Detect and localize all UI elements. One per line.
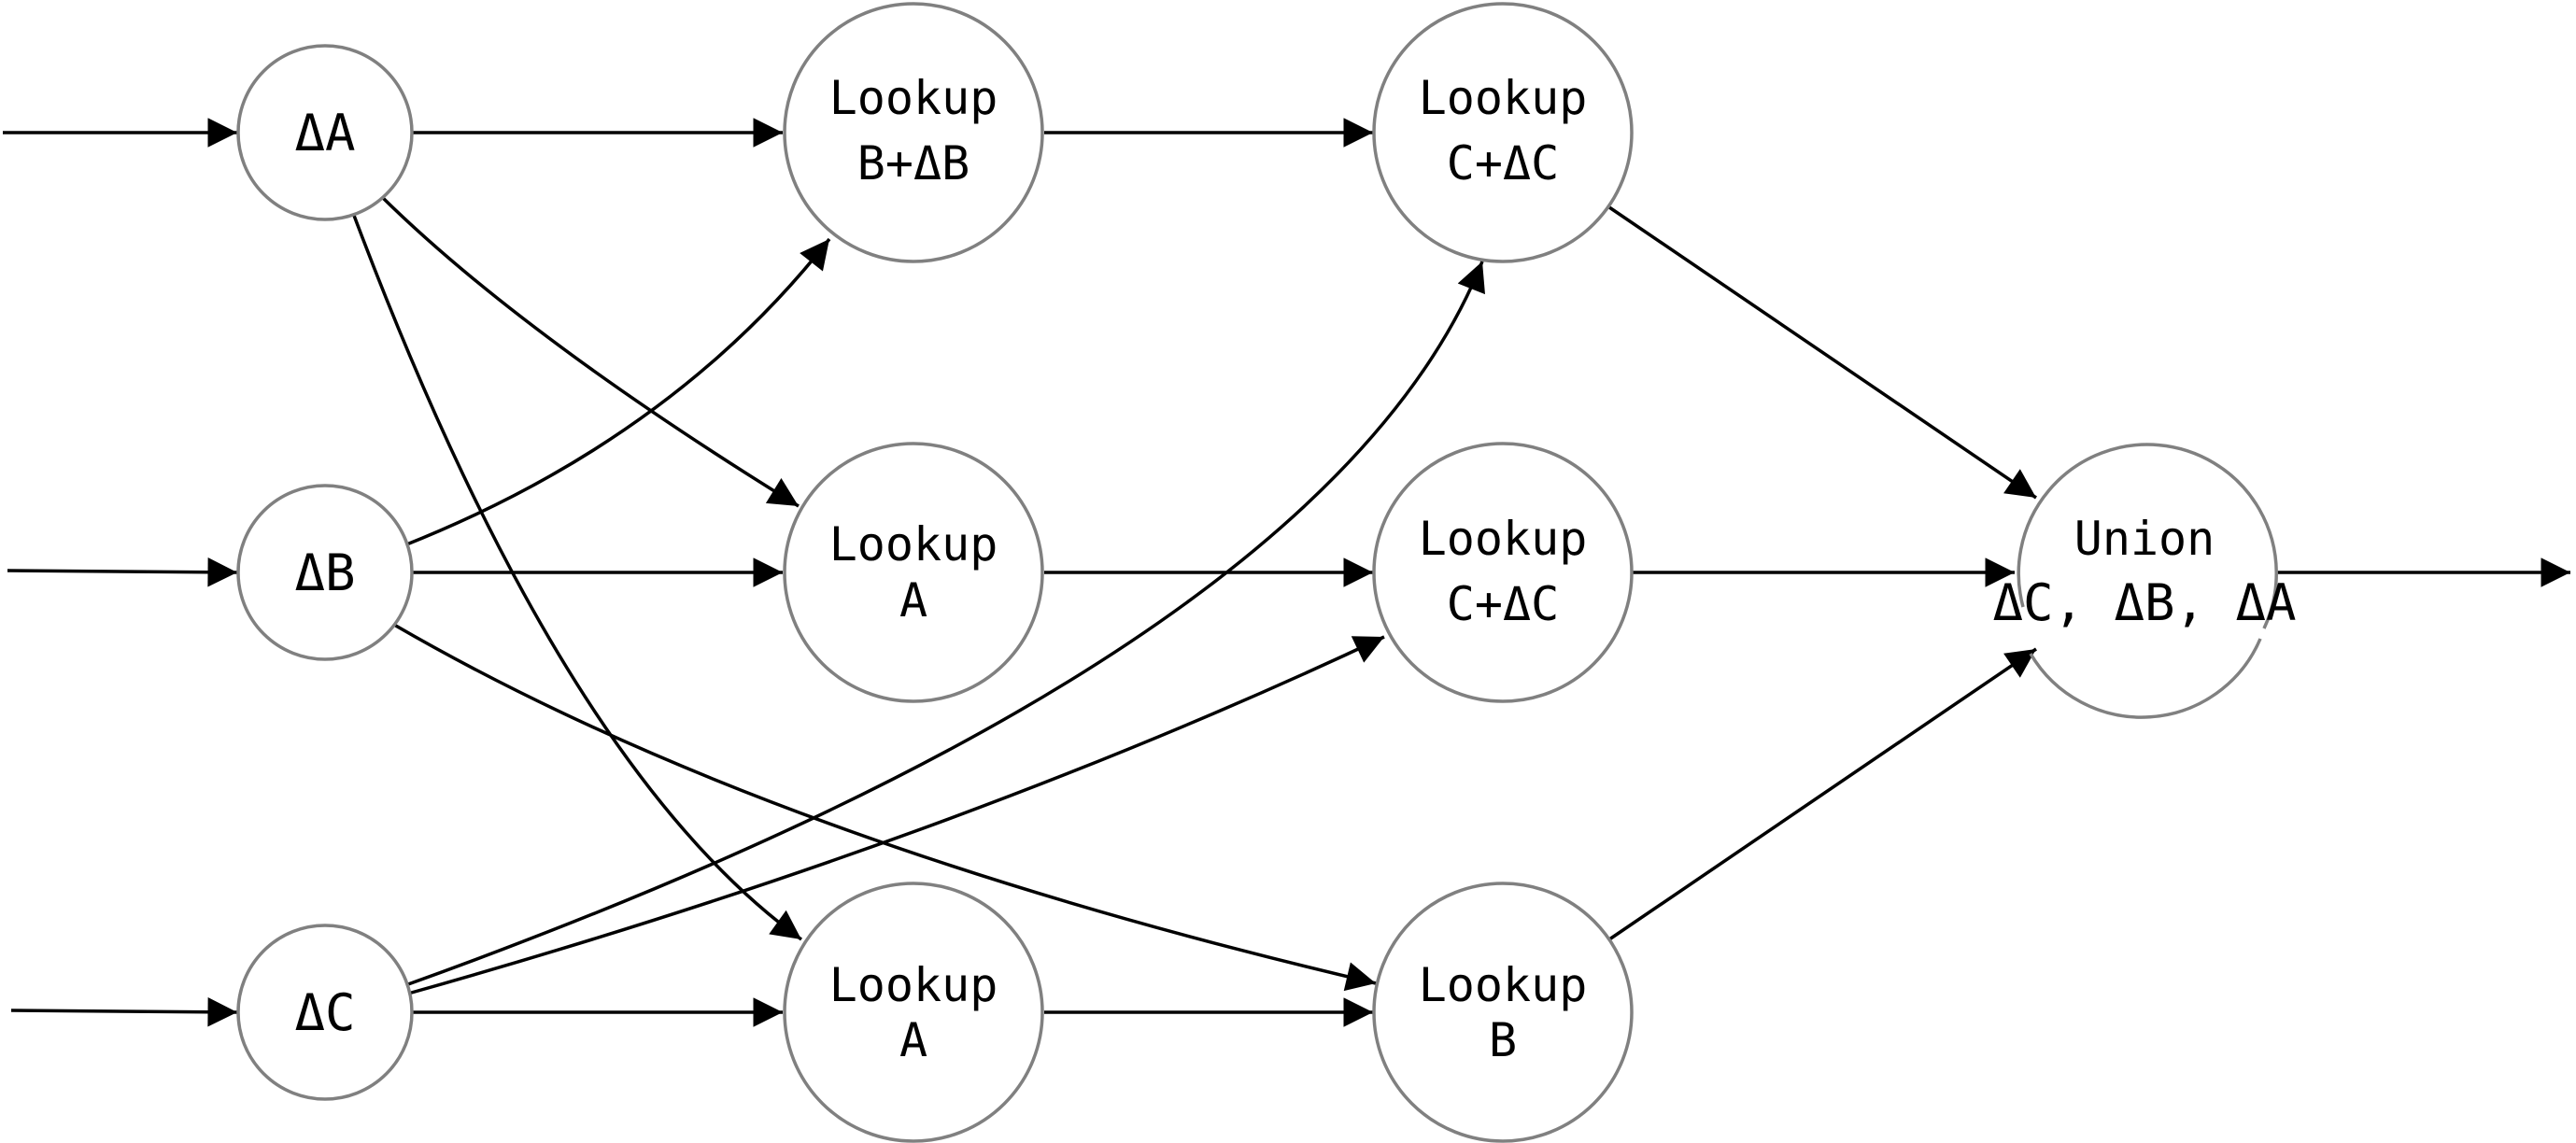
node-lookup-c-delta-c-mid-line2: C+ΔC xyxy=(1447,577,1559,631)
node-lookup-c-delta-c-top-line2: C+ΔC xyxy=(1447,136,1559,190)
node-delta-c: ΔC xyxy=(236,924,414,1101)
edge-delta-c-to-lookup-c-delta-c-top xyxy=(407,261,1485,986)
edge-lookup-c-delta-c-top-to-union xyxy=(1608,205,2037,500)
node-lookup-b-delta-b-line1: Lookup xyxy=(829,71,998,125)
node-lookup-a-mid-line2: A xyxy=(899,573,927,628)
node-delta-b: ΔB xyxy=(236,484,414,661)
node-lookup-c-delta-c-mid-line1: Lookup xyxy=(1419,512,1588,566)
node-delta-c-label: ΔC xyxy=(294,983,355,1042)
node-union-line1: Union xyxy=(2074,512,2215,566)
node-union: Union ΔC, ΔB, ΔA xyxy=(1992,443,2297,719)
node-lookup-b-delta-b-line2: B+ΔB xyxy=(857,136,970,190)
node-lookup-b-bottom-line2: B xyxy=(1489,1013,1517,1067)
node-lookup-c-delta-c-top-line1: Lookup xyxy=(1419,71,1588,125)
edge-lookup-b-bottom-to-union xyxy=(1608,647,2037,941)
edge-delta-c-to-lookup-c-delta-c-mid xyxy=(407,635,1385,995)
node-lookup-b-bottom: Lookup B xyxy=(1372,882,1634,1143)
node-union-line2: ΔC, ΔB, ΔA xyxy=(1992,573,2296,632)
node-lookup-a-bottom-line2: A xyxy=(899,1013,927,1067)
node-lookup-a-mid-line1: Lookup xyxy=(829,517,998,572)
node-lookup-a-bottom: Lookup A xyxy=(783,882,1044,1143)
edge-delta-a-to-lookup-a-bottom xyxy=(351,212,803,941)
node-lookup-b-delta-b: Lookup B+ΔB xyxy=(783,2,1044,263)
edge-delta-b-to-lookup-b-bottom xyxy=(393,623,1377,992)
node-lookup-c-delta-c-top: Lookup C+ΔC xyxy=(1372,2,1634,263)
edge-input-to-delta-b xyxy=(7,557,238,587)
edge-delta-b-to-lookup-b-delta-b xyxy=(403,237,831,547)
nodes: ΔA ΔB ΔC Lookup B+ΔB Lookup A Lookup A L… xyxy=(236,2,2297,1143)
edges xyxy=(3,118,2570,1027)
node-lookup-c-delta-c-mid: Lookup C+ΔC xyxy=(1372,442,1634,703)
node-lookup-b-bottom-line1: Lookup xyxy=(1419,958,1588,1012)
node-delta-a: ΔA xyxy=(236,44,414,221)
node-lookup-a-bottom-line1: Lookup xyxy=(829,958,998,1012)
node-delta-b-label: ΔB xyxy=(294,543,355,602)
edge-input-to-delta-c xyxy=(10,996,238,1027)
edge-delta-a-to-lookup-a-mid xyxy=(379,194,800,508)
node-lookup-a-mid: Lookup A xyxy=(783,442,1044,703)
node-delta-a-label: ΔA xyxy=(294,104,355,162)
